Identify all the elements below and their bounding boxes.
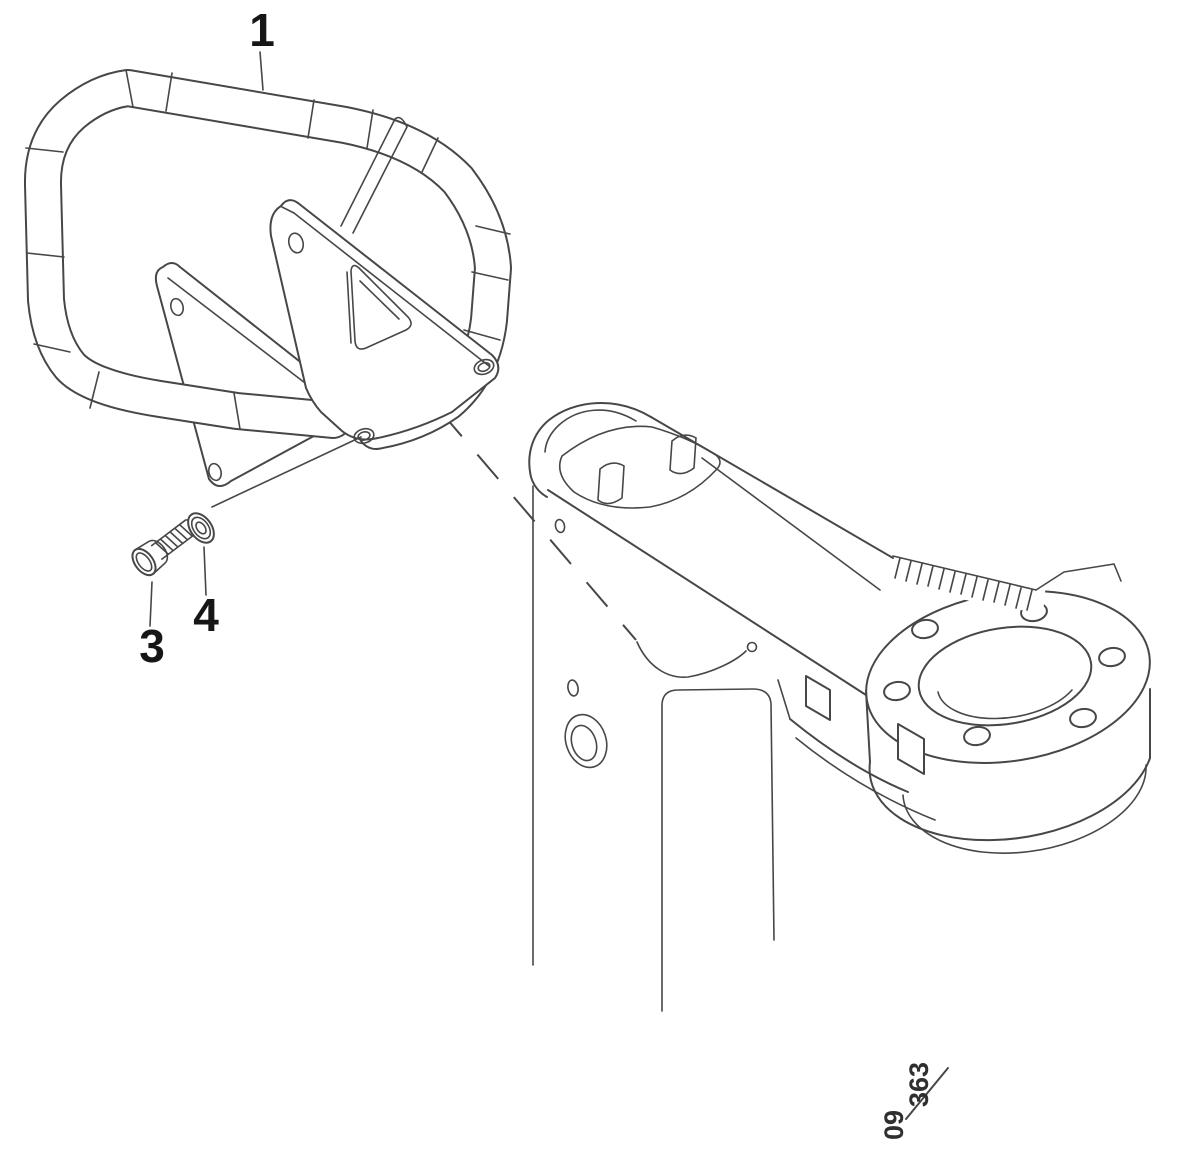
handle-assembly bbox=[23, 69, 512, 487]
mount-plate-large bbox=[269, 199, 500, 441]
callout-4-label: 4 bbox=[193, 589, 219, 641]
mount-plate-large-edge bbox=[281, 206, 295, 214]
body-slot-tab-2 bbox=[897, 723, 925, 775]
counterbore-pin-hole bbox=[567, 679, 579, 697]
grip-tab-right bbox=[669, 434, 697, 475]
callout-4-leader bbox=[203, 546, 207, 596]
arm-tip-cap bbox=[528, 402, 652, 498]
page-number-denominator: 363 bbox=[904, 1062, 934, 1107]
washer-chamfer bbox=[190, 516, 212, 540]
callout-3: 3 bbox=[139, 581, 165, 672]
washer-outer bbox=[187, 512, 215, 544]
arm-tip-cap-inner bbox=[544, 409, 637, 453]
page-number-numerator: 09 bbox=[879, 1110, 909, 1140]
callout-1-leader bbox=[259, 51, 264, 91]
plate-hole bbox=[208, 462, 222, 482]
counterbore-outer bbox=[564, 713, 608, 769]
plate-hole bbox=[170, 297, 184, 317]
bolt-head-chamfer bbox=[135, 552, 153, 572]
occlusion-mask bbox=[885, 545, 1046, 614]
arm-front-edge bbox=[547, 489, 867, 696]
body-step-edge bbox=[777, 679, 791, 720]
bore-inner-arc bbox=[937, 689, 1073, 720]
plate-bolt-hole bbox=[353, 427, 375, 445]
callout-4: 4 bbox=[193, 546, 219, 641]
callout-1: 1 bbox=[249, 4, 275, 91]
grip-recess bbox=[558, 425, 721, 509]
plate-triangle-cutout bbox=[350, 264, 412, 350]
assembly-guide bbox=[440, 411, 758, 678]
thread-top-edge bbox=[892, 555, 1037, 591]
flange-bottom-arc bbox=[868, 757, 1151, 842]
flange-step-arc bbox=[902, 764, 1147, 854]
page-number: 09 363 bbox=[879, 1062, 949, 1140]
callout-3-label: 3 bbox=[139, 620, 165, 672]
face-cutout bbox=[661, 688, 775, 1012]
page-number-slash bbox=[905, 1067, 949, 1120]
base-flange-ring bbox=[865, 590, 1151, 854]
counterbore-inner bbox=[570, 724, 598, 762]
washer-part bbox=[187, 512, 215, 544]
bolt-head-side bbox=[134, 539, 169, 575]
plate-hole-inner bbox=[477, 361, 491, 373]
tiller-body bbox=[528, 402, 936, 1012]
mount-plate-large-thickness bbox=[293, 212, 490, 367]
flange-side-left bbox=[865, 690, 871, 763]
arm-top-edge bbox=[650, 416, 894, 559]
flange-center-bore bbox=[917, 625, 1093, 727]
pointer-hook bbox=[636, 641, 747, 678]
thread-hatch bbox=[894, 557, 1033, 611]
bolt-threads bbox=[155, 524, 193, 555]
cutout-thickness bbox=[346, 271, 352, 344]
face-small-hole bbox=[554, 518, 566, 534]
assembly-dashed-line bbox=[440, 411, 637, 641]
arm-top-edge-2 bbox=[701, 457, 881, 591]
body-band-bottom bbox=[795, 737, 936, 821]
grip-tab-left bbox=[597, 462, 625, 505]
bolt-part bbox=[131, 519, 198, 577]
plate-hole bbox=[473, 358, 495, 376]
body-band-top bbox=[789, 718, 909, 793]
plate-hole bbox=[287, 232, 305, 254]
callout-3-leader bbox=[149, 581, 153, 627]
bolt-head-face bbox=[131, 547, 157, 577]
callout-1-label: 1 bbox=[249, 4, 275, 56]
tube-divisions bbox=[25, 69, 511, 430]
threaded-joint bbox=[892, 555, 1122, 611]
body-slot-tab-1 bbox=[805, 675, 831, 721]
bolt-axis-line bbox=[211, 436, 362, 508]
washer-hole bbox=[195, 521, 207, 535]
cutout-fold-line bbox=[359, 280, 400, 320]
flange-notch bbox=[1035, 563, 1122, 591]
mount-hole-marker bbox=[746, 641, 758, 653]
plate-strut bbox=[340, 116, 408, 234]
